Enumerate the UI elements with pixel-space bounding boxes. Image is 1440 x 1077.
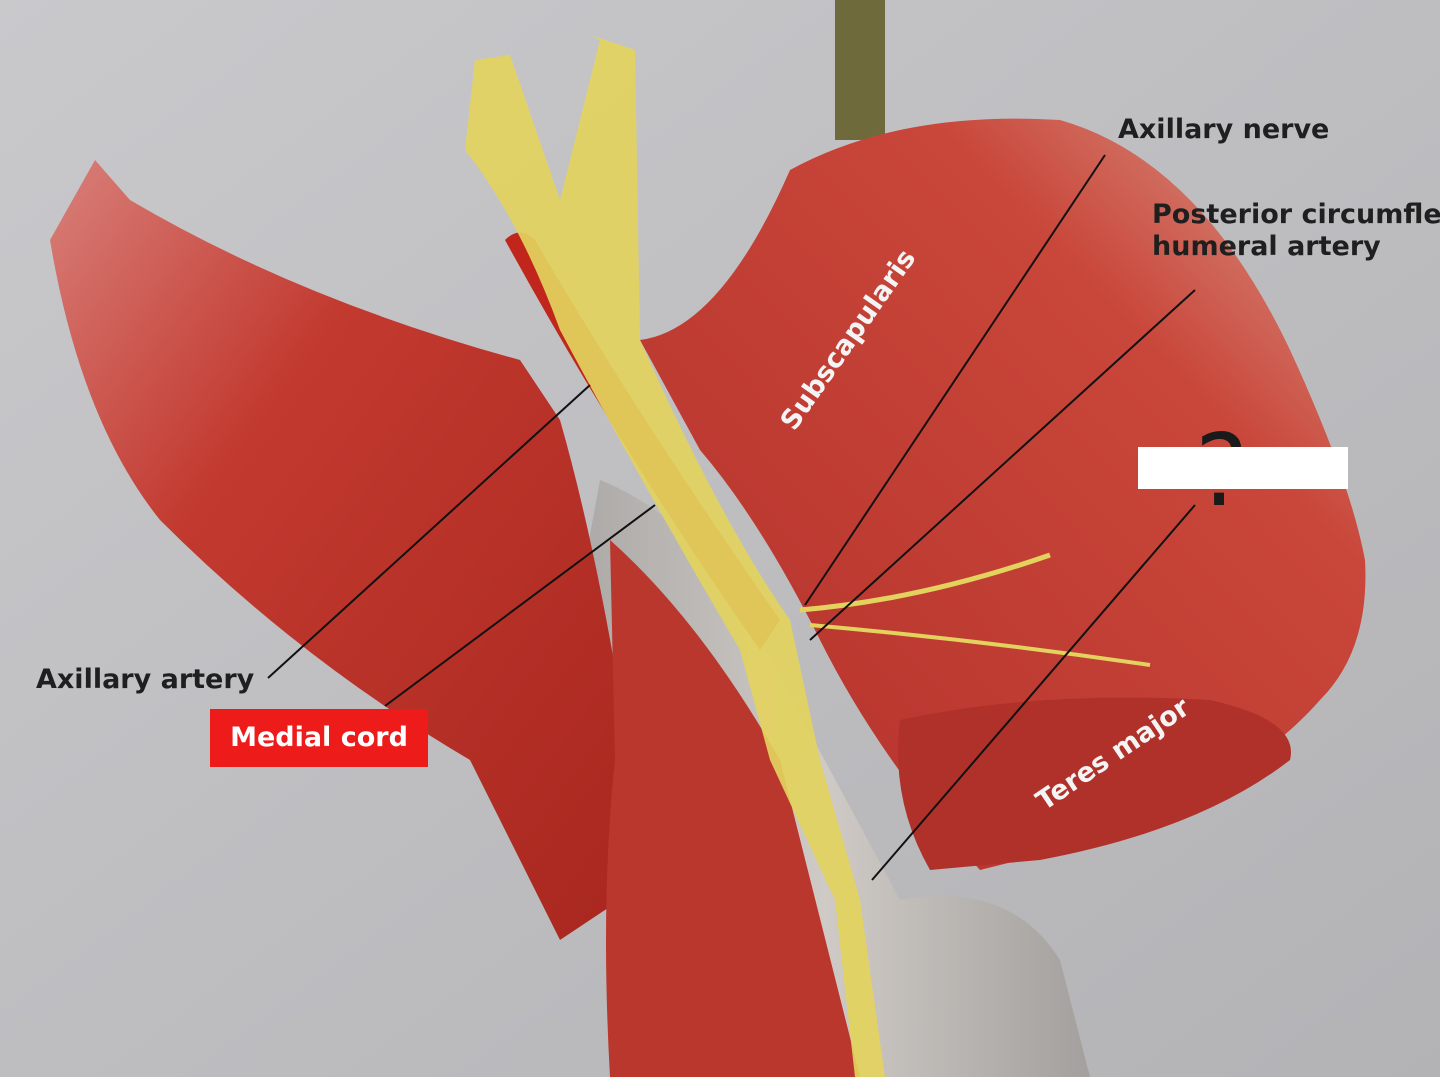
left-muscle (50, 160, 630, 940)
subscapularis-muscle (640, 118, 1366, 871)
axillary-nerve-branch (799, 552, 1051, 613)
label-axillary-nerve: Axillary nerve (1118, 114, 1330, 145)
branch-nerve-2 (809, 623, 1151, 667)
pointer-axillary-nerve (804, 154, 1106, 606)
label-posterior-circumflex-humeral-artery: Posterior circumfle humeral artery (1152, 199, 1440, 264)
pointer-axillary-artery (267, 384, 591, 679)
hidden-answer-box (1138, 447, 1348, 489)
arm-muscle (606, 540, 860, 1077)
label-axillary-artery: Axillary artery (36, 664, 255, 695)
pointer-unknown (871, 504, 1196, 881)
brachial-plexus-nerves (465, 35, 885, 1077)
label-pcha-line2: humeral artery (1152, 231, 1381, 263)
label-medial-cord: Medial cord (210, 709, 428, 767)
teres-major-muscle (898, 697, 1291, 870)
stand-rod (835, 0, 885, 140)
label-pcha-line1: Posterior circumfle (1152, 199, 1440, 230)
pointer-pcha (809, 289, 1196, 641)
pointer-medial-cord (384, 504, 656, 707)
